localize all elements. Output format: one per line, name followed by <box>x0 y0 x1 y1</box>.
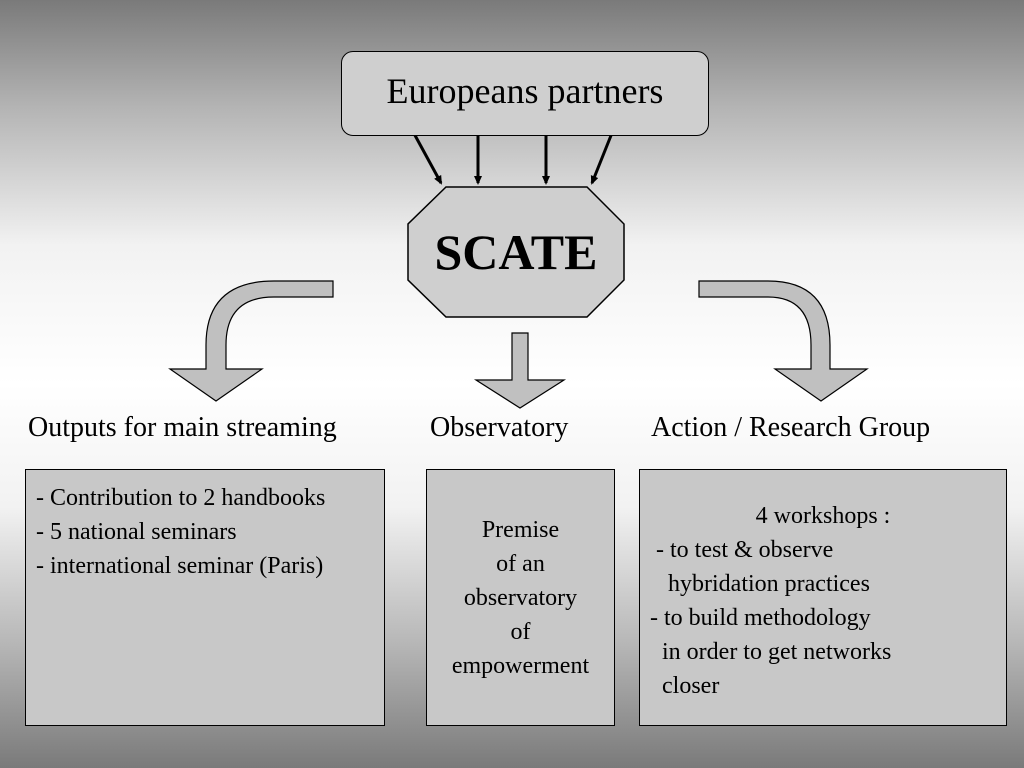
curved-arrow-right <box>698 280 869 402</box>
heading-outputs: Outputs for main streaming <box>28 412 337 443</box>
observatory-line: empowerment <box>451 653 590 679</box>
outputs-item: - 5 national seminars <box>36 519 237 545</box>
outputs-item: - Contribution to 2 handbooks <box>36 485 326 511</box>
observatory-line: observatory <box>463 585 578 611</box>
workshops-line: hybridation practices <box>650 571 870 597</box>
partners-box: Europeans partners <box>341 51 709 136</box>
workshops-line: closer <box>650 673 720 699</box>
workshops-title: 4 workshops : <box>755 503 891 529</box>
observatory-line: Premise <box>481 517 560 543</box>
heading-observatory: Observatory <box>430 412 569 443</box>
observatory-panel: Premise of an observatory of empowerment <box>426 469 615 726</box>
workshops-line: in order to get networks <box>650 639 892 665</box>
curved-arrow-left <box>168 280 334 402</box>
action-research-panel: 4 workshops : - to test & observe hybrid… <box>639 469 1007 726</box>
connector-arrow-4 <box>590 127 616 185</box>
scate-node: SCATE <box>408 187 624 317</box>
scate-label: SCATE <box>434 224 598 280</box>
observatory-line: of <box>510 619 531 645</box>
outputs-panel: - Contribution to 2 handbooks - 5 nation… <box>25 469 385 726</box>
down-arrow-middle <box>473 332 567 409</box>
scate-octagon <box>407 186 625 318</box>
heading-action-research: Action / Research Group <box>651 412 931 443</box>
workshops-line: - to test & observe <box>650 537 834 563</box>
workshops-line: - to build methodology <box>650 605 871 631</box>
connector-arrow-1 <box>409 127 443 185</box>
partners-label: Europeans partners <box>386 70 664 111</box>
observatory-line: of an <box>496 551 545 577</box>
outputs-item: - international seminar (Paris) <box>36 553 324 579</box>
